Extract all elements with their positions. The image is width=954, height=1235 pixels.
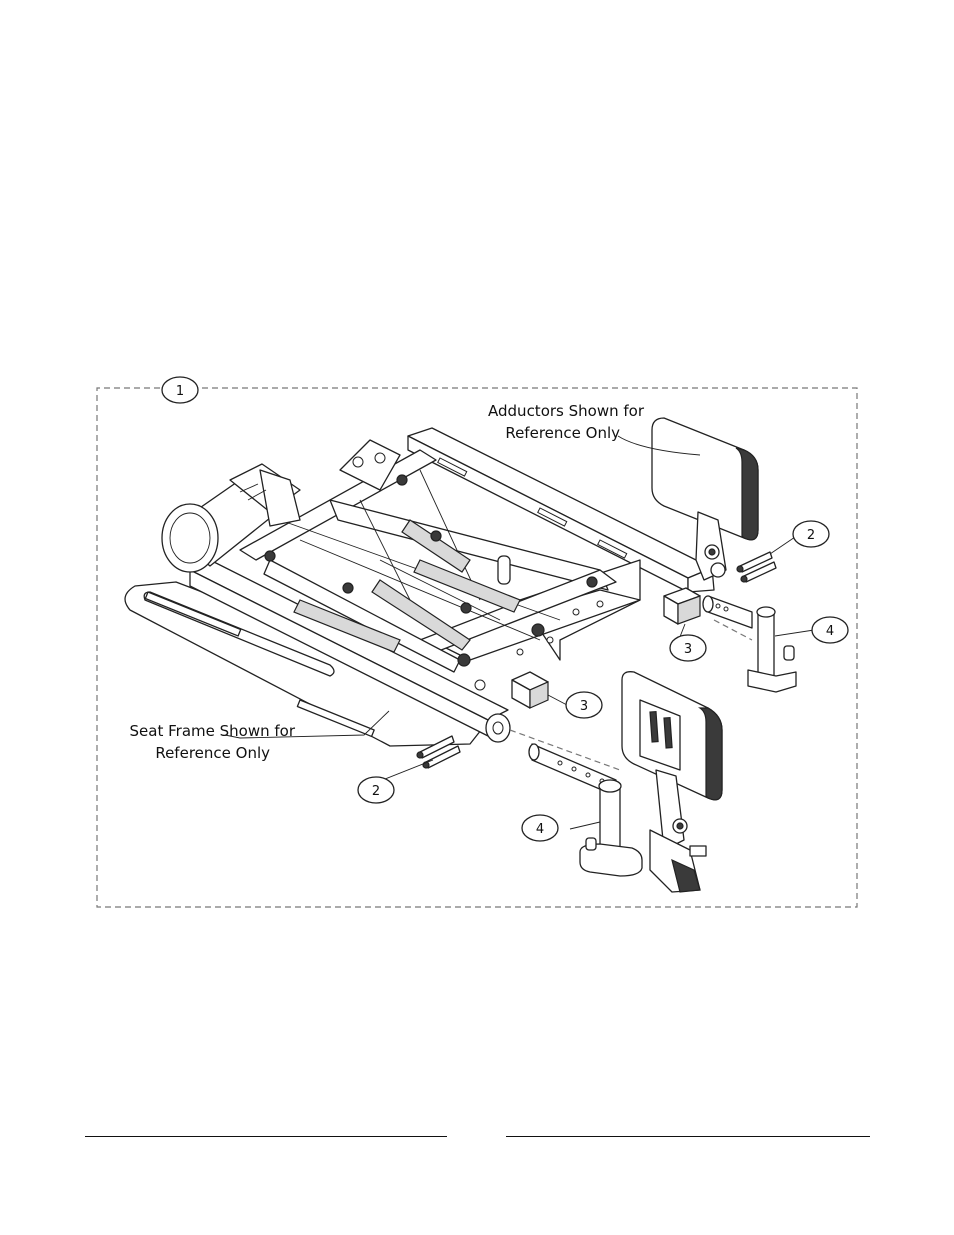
svg-text:2: 2 <box>807 528 815 543</box>
seat-frame-note-line-2: Reference Only <box>155 744 270 762</box>
seat-frame-note-line-1: Seat Frame Shown for <box>130 722 296 740</box>
main-frame <box>189 427 715 743</box>
mounting-tube-upper <box>702 595 797 693</box>
assembly-boundary <box>96 387 858 908</box>
adductors-note-line-2: Reference Only <box>505 424 620 442</box>
adductor-pad-lower <box>621 671 723 893</box>
callout-3-upper: 3 <box>669 634 707 662</box>
svg-text:1: 1 <box>176 384 184 399</box>
svg-text:3: 3 <box>580 699 588 714</box>
svg-text:2: 2 <box>372 784 380 799</box>
footer-rule-left <box>85 1136 447 1137</box>
footer-rule-right <box>506 1136 870 1137</box>
actuator-motor <box>161 463 301 573</box>
adductor-pad-upper <box>651 417 759 581</box>
callout-2-upper: 2 <box>792 520 830 548</box>
svg-text:3: 3 <box>684 642 692 657</box>
callout-3-lower: 3 <box>565 691 603 719</box>
explode-line <box>509 619 753 771</box>
clamp-block-lower <box>511 671 549 709</box>
clamp-block-upper <box>663 587 701 625</box>
screws-lower <box>416 735 461 769</box>
callout-4-upper: 4 <box>811 616 849 644</box>
svg-text:4: 4 <box>826 624 834 639</box>
callout-4-lower: 4 <box>521 814 559 842</box>
callout-2-lower: 2 <box>357 776 395 804</box>
callout-1: 1 <box>161 376 199 404</box>
adductors-note-line-1: Adductors Shown for <box>488 402 645 420</box>
svg-text:4: 4 <box>536 822 544 837</box>
mounting-tube-lower <box>528 743 643 877</box>
screws-upper <box>736 551 777 583</box>
